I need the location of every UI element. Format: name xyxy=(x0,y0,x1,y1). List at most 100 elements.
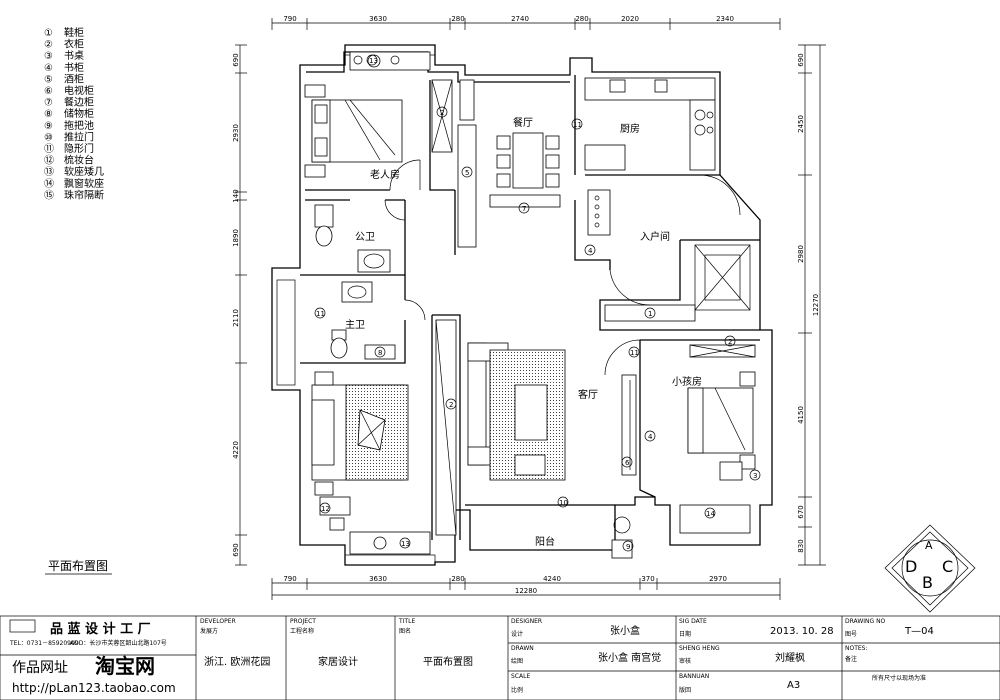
svg-text:5: 5 xyxy=(465,169,469,177)
room-zhuwei: 主卫 xyxy=(345,319,365,331)
legend-label: 梳妆台 xyxy=(64,154,94,167)
room-laorenfang: 老人房 xyxy=(370,168,400,181)
svg-text:12: 12 xyxy=(321,505,330,513)
developer-en: DEVELOPER xyxy=(200,618,236,625)
dining-table xyxy=(512,132,544,189)
room-canting: 餐厅 xyxy=(513,116,533,129)
room-labels: 老人房 餐厅 厨房 公卫 入户间 主卫 客厅 小孩房 阳台 xyxy=(345,116,702,548)
sigdate-en: SIG DATE xyxy=(679,618,707,625)
site-url[interactable]: http://pLan123.taobao.com xyxy=(12,681,176,695)
dim-bottom-1: 790 xyxy=(283,575,296,583)
dim-bottom-3: 280 xyxy=(451,575,464,583)
legend-number: ④ xyxy=(44,63,53,74)
svg-text:11: 11 xyxy=(630,349,639,357)
notes-en: NOTES: xyxy=(845,645,868,652)
tv-cabinet xyxy=(621,374,637,476)
svg-text:8: 8 xyxy=(378,349,382,357)
sigdate-value: 2013. 10. 28 xyxy=(770,626,834,637)
banben-value: A3 xyxy=(787,680,800,691)
svg-text:11: 11 xyxy=(573,121,582,129)
legend-label: 鞋柜 xyxy=(64,26,84,39)
svg-text:11: 11 xyxy=(316,310,325,318)
legend-label: 珠帘隔断 xyxy=(64,188,104,201)
legend-label: 推拉门 xyxy=(64,130,94,143)
designer-en: DESIGNER xyxy=(511,618,542,625)
legend-number: ① xyxy=(44,28,53,39)
furniture xyxy=(304,51,756,559)
marker-9: 9 xyxy=(622,540,634,552)
notes-cn: 备注 xyxy=(845,655,857,663)
marker-6: 6 xyxy=(621,456,633,468)
marker-2-master: 2 xyxy=(445,398,457,410)
marker-11-living: 11 xyxy=(628,346,640,358)
legend-number: ⑦ xyxy=(44,98,53,109)
legend-number: ⑮ xyxy=(44,189,54,201)
developer-cn: 发展方 xyxy=(200,627,218,635)
item-markers: 13 2 11 5 7 4 1 11 8 2 11 2 4 6 3 12 10 … xyxy=(314,54,761,552)
legend-label: 电视柜 xyxy=(64,84,94,97)
svg-text:6: 6 xyxy=(625,459,630,467)
dim-top-1: 790 xyxy=(283,15,296,23)
legend-number: ⑥ xyxy=(44,86,53,97)
svg-text:4: 4 xyxy=(588,247,593,255)
banben-cn: 版回 xyxy=(679,686,691,694)
dimension-left: 690 2930 140 1890 2110 4220 690 xyxy=(232,44,247,566)
plan-title: 平面布置图 xyxy=(48,559,108,573)
room-keting: 客厅 xyxy=(578,388,598,401)
legend-label: 飘窗软座 xyxy=(64,177,104,190)
legend-label: 储物柜 xyxy=(64,107,94,120)
dim-total: 12280 xyxy=(515,587,537,595)
legend-label: 隐形门 xyxy=(64,142,94,155)
room-yangtai: 阳台 xyxy=(535,535,555,548)
drawn-cn: 绘图 xyxy=(511,657,523,665)
drawing-en: DRAWING NO xyxy=(845,618,886,625)
dim-bottom-6: 2970 xyxy=(709,575,727,583)
svg-text:10: 10 xyxy=(559,499,568,507)
dim-left-2: 2930 xyxy=(232,124,240,142)
legend-label: 软座矮几 xyxy=(64,165,104,178)
logo-c: C xyxy=(942,557,953,576)
scale-en: SCALE xyxy=(511,673,530,680)
sheng-cn: 审核 xyxy=(679,657,691,665)
project-cn: 工程名称 xyxy=(290,627,314,635)
legend-label: 酒柜 xyxy=(64,72,84,85)
legend-number: ⑧ xyxy=(44,109,53,120)
coffee-table xyxy=(514,384,548,441)
legend-number: ⑫ xyxy=(44,155,54,167)
svg-text:13: 13 xyxy=(401,540,410,548)
room-gongwei: 公卫 xyxy=(355,232,375,243)
dim-left-4: 1890 xyxy=(232,229,240,247)
marker-13-top: 13 xyxy=(366,54,378,66)
marker-13-bottom: 13 xyxy=(399,537,411,549)
project-en: PROJECT xyxy=(290,618,316,625)
dim-right-1: 690 xyxy=(797,53,805,66)
legend-label: 餐边柜 xyxy=(64,96,94,109)
svg-text:9: 9 xyxy=(626,543,630,551)
marker-12: 12 xyxy=(319,502,331,514)
marker-2-child: 2 xyxy=(724,335,736,347)
svg-text:2: 2 xyxy=(728,338,732,346)
marker-2-elder: 2 xyxy=(436,106,448,118)
marker-1: 1 xyxy=(644,307,656,319)
designer-cn: 设计 xyxy=(511,630,523,638)
svg-text:3: 3 xyxy=(753,472,757,480)
title-value: 平面布置图 xyxy=(423,656,473,668)
sheng-en: SHENG HENG xyxy=(679,645,720,652)
legend-number: ⑬ xyxy=(44,166,54,178)
dim-left-3: 140 xyxy=(232,189,240,202)
drawing-value: T—04 xyxy=(904,626,934,637)
dim-left-5: 2110 xyxy=(232,309,240,327)
title-en: TITLE xyxy=(398,618,415,625)
developer-value: 浙江. 欧洲花园 xyxy=(204,655,270,668)
legend-number: ⑤ xyxy=(44,74,53,85)
dim-top-7: 2340 xyxy=(716,15,734,23)
legend-number: ⑭ xyxy=(44,178,54,190)
project-value: 家居设计 xyxy=(318,655,358,668)
legend-number: ⑩ xyxy=(44,132,53,143)
banben-en: BANNUAN xyxy=(679,673,709,680)
dim-top-2: 3630 xyxy=(369,15,387,23)
logo-d: D xyxy=(905,557,917,576)
dim-bottom-4: 4240 xyxy=(543,575,561,583)
company-addr: ADD：长沙市芙蓉区韶山北路107号 xyxy=(70,639,167,647)
